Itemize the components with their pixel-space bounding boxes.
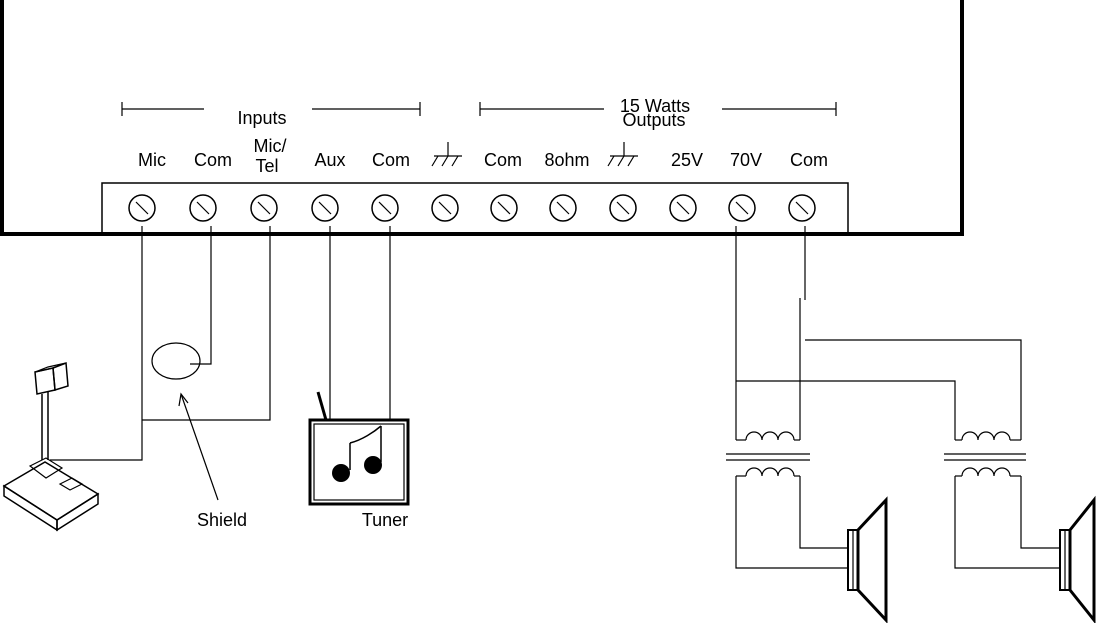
screw-terminal-icon — [788, 194, 816, 222]
tuner-icon — [308, 391, 410, 506]
ground-icon — [607, 142, 638, 167]
amplifier-enclosure — [0, 0, 964, 236]
terminal-strip — [101, 182, 849, 235]
screw-terminal-icon — [669, 194, 697, 222]
speaker-wiring — [735, 226, 1022, 440]
terminal-label-com-2: Com — [372, 150, 410, 170]
terminal-label-aux: Aux — [314, 150, 345, 170]
power-label: 15 Watts — [620, 96, 690, 116]
terminal-label-mic-tel-1: Mic/ — [254, 136, 287, 156]
screw-terminal-icon — [431, 194, 459, 222]
terminal-label-com-1: Com — [194, 150, 232, 170]
ground-icon — [431, 142, 462, 167]
tuner-wiring — [329, 226, 391, 420]
screw-terminal-icon — [609, 194, 637, 222]
screw-terminal-icon — [311, 194, 339, 222]
screw-terminal-icon — [549, 194, 577, 222]
speaker-icon — [847, 496, 888, 623]
microphone-icon — [2, 361, 100, 532]
inputs-bracket — [121, 102, 421, 116]
terminal-label-mic: Mic — [138, 150, 166, 170]
terminal-screws — [128, 194, 816, 222]
outputs-bracket — [479, 102, 837, 116]
transformer-icon — [944, 431, 1026, 477]
transformer-icon — [726, 431, 810, 477]
screw-terminal-icon — [728, 194, 756, 222]
terminal-label-com-4: Com — [790, 150, 828, 170]
shield-arrow-icon — [178, 392, 219, 501]
outputs-label: Outputs — [622, 110, 685, 130]
speaker-icon — [1059, 495, 1096, 623]
screw-terminal-icon — [250, 194, 278, 222]
shield-ring — [151, 342, 201, 380]
terminal-label-8ohm: 8ohm — [544, 150, 589, 170]
terminal-label-mic-tel-2: Tel — [255, 156, 278, 176]
inputs-label: Inputs — [237, 108, 286, 128]
screw-terminal-icon — [128, 194, 156, 222]
terminal-label-70v: 70V — [730, 150, 762, 170]
screw-terminal-icon — [371, 194, 399, 222]
secondary-wiring — [735, 476, 1060, 569]
screw-terminal-icon — [189, 194, 217, 222]
shield-label: Shield — [197, 510, 247, 530]
terminal-label-com-3: Com — [484, 150, 522, 170]
mic-wiring — [50, 226, 271, 461]
screw-terminal-icon — [490, 194, 518, 222]
terminal-label-25v: 25V — [671, 150, 703, 170]
tuner-label: Tuner — [362, 510, 408, 530]
